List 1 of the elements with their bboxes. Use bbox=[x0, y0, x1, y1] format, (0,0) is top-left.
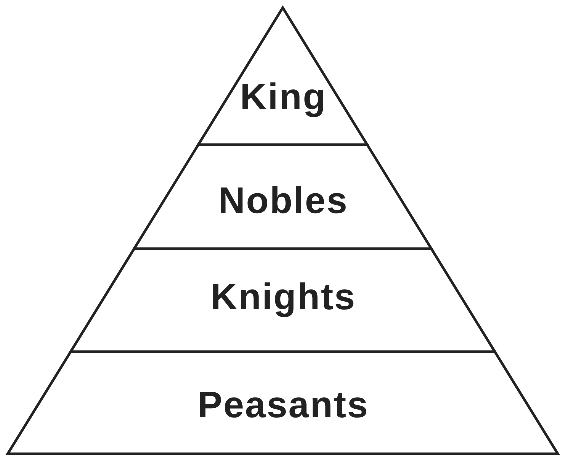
node-label: Peasants bbox=[200, 392, 367, 418]
